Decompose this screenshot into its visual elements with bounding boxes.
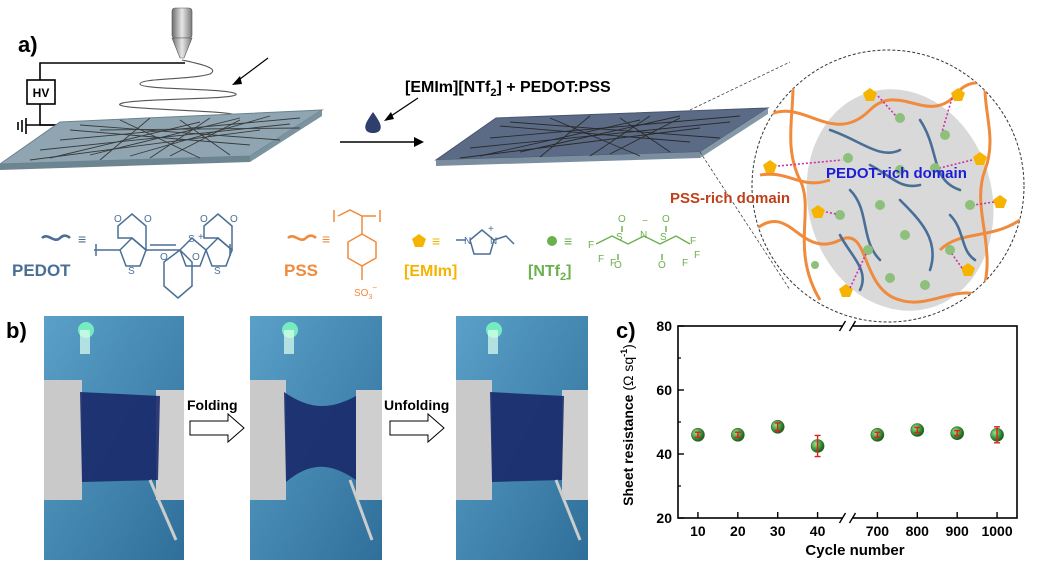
y-tick-label: 20 — [656, 510, 672, 526]
emim-equiv: ≡ — [432, 233, 440, 249]
chart-ylabel: Sheet resistance (Ω sq-1) — [619, 344, 636, 506]
pss-structure — [333, 209, 381, 280]
pss-wave-icon — [287, 234, 317, 241]
svg-text:−: − — [642, 216, 648, 227]
pss-label: PSS — [284, 261, 318, 280]
svg-text:N: N — [640, 230, 647, 241]
panel-b: b) Folding Unfolding — [6, 316, 588, 560]
unfolding-label: Unfolding — [384, 397, 449, 413]
y-tick-label: 80 — [656, 318, 672, 334]
panel-c-label: c) — [616, 318, 636, 343]
emim-pentagon-icon — [412, 234, 426, 247]
sheet-resistance-chart: 20 40 60 80 10 20 30 40 700 800 900 1000 — [656, 318, 1018, 539]
svg-text:F: F — [694, 250, 700, 261]
pedot-equiv: ≡ — [78, 231, 86, 247]
x-tick-label: 700 — [866, 523, 890, 539]
hv-box — [26, 79, 56, 105]
emim-label: [EMIm] — [404, 263, 457, 280]
x-tick-label: 20 — [730, 523, 746, 539]
panel-a: a) HV — [0, 7, 1025, 323]
so3-label: SO3− — [354, 283, 377, 301]
svg-text:O: O — [614, 260, 622, 271]
folding-label: Folding — [187, 397, 238, 413]
svg-text:O: O — [662, 214, 670, 225]
pedot-wave-icon — [41, 234, 71, 241]
y-tick-label: 40 — [656, 446, 672, 462]
svg-text:S: S — [214, 266, 221, 277]
ntf2-label: [NTf2] — [528, 263, 571, 283]
svg-text:F: F — [690, 236, 696, 247]
droplet-icon — [365, 112, 381, 133]
svg-text:O: O — [114, 214, 122, 225]
svg-text:S: S — [616, 232, 623, 243]
pss-domain-label: PSS-rich domain — [670, 190, 790, 207]
substrate-right — [434, 107, 770, 166]
svg-text:F: F — [588, 240, 594, 251]
svg-text:O: O — [200, 214, 208, 225]
axis-break-mark — [848, 320, 857, 332]
pedot-structure — [94, 213, 233, 299]
zoom-circle: PSS-rich domain PEDOT-rich domain — [670, 49, 1025, 323]
photo-original — [44, 316, 184, 560]
panel-b-label: b) — [6, 318, 27, 343]
svg-text:O: O — [160, 252, 168, 263]
ntf2-equiv: ≡ — [564, 233, 572, 249]
emim-atoms: N N + — [464, 224, 497, 247]
svg-text:S: S — [660, 232, 667, 243]
svg-text:N: N — [464, 236, 471, 247]
x-tick-label: 30 — [770, 523, 786, 539]
spinning-nozzle — [171, 7, 193, 59]
svg-text:O: O — [230, 214, 238, 225]
ntf2-dot-icon — [547, 236, 557, 246]
x-tick-label: 40 — [810, 523, 826, 539]
panel-a-label: a) — [18, 32, 38, 57]
svg-text:S: S — [128, 266, 135, 277]
chart-xlabel: Cycle number — [805, 542, 904, 559]
axis-break-mark — [838, 512, 847, 524]
hv-label: HV — [33, 86, 50, 100]
svg-text:S: S — [188, 234, 195, 245]
pedot-domain-label: PEDOT-rich domain — [826, 165, 967, 182]
svg-text:N: N — [490, 236, 497, 247]
folding-arrow — [189, 412, 245, 444]
x-tick-label: 10 — [690, 523, 706, 539]
svg-text:+: + — [488, 224, 494, 235]
axis-break-gap — [842, 514, 853, 522]
svg-text:O: O — [658, 260, 666, 271]
plot-frame — [677, 325, 1018, 519]
svg-text:O: O — [144, 214, 152, 225]
axis-break-mark — [848, 512, 857, 524]
svg-text:O: O — [192, 252, 200, 263]
hv-circuit — [17, 62, 185, 134]
substrate-left — [0, 109, 324, 170]
solution-label: [EMIm][NTf2] + PEDOT:PSS — [405, 79, 611, 99]
ntf2-atoms: F F F S O O N − S O O F F F — [588, 214, 700, 271]
svg-text:O: O — [618, 214, 626, 225]
svg-text:+: + — [198, 232, 204, 243]
x-tick-label: 1000 — [981, 523, 1012, 539]
pedot-label: PEDOT — [12, 261, 71, 280]
y-tick-label: 60 — [656, 382, 672, 398]
ntf2-structure — [595, 226, 691, 260]
photo-folded — [250, 316, 382, 560]
svg-text:F: F — [610, 258, 616, 269]
svg-text:F: F — [682, 258, 688, 269]
jet-arrow — [235, 57, 269, 83]
unfolding-arrow — [389, 412, 445, 444]
emim-structure — [456, 229, 515, 255]
axis-break-mark — [838, 320, 847, 332]
axis-break-gap — [842, 322, 853, 330]
x-tick-label: 900 — [945, 523, 969, 539]
panel-c: c) 20 40 60 80 10 20 30 40 700 800 900 1000 Cycle n… — [616, 318, 1018, 559]
photo-unfolded — [456, 316, 588, 560]
x-tick-label: 800 — [906, 523, 930, 539]
pss-equiv: ≡ — [322, 231, 330, 247]
svg-text:F: F — [598, 254, 604, 265]
